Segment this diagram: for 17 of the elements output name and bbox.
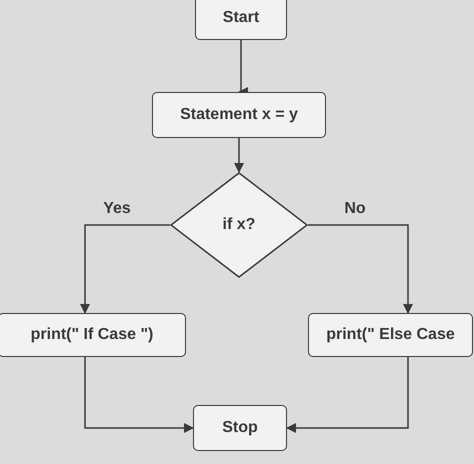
node-text: if x? <box>222 215 256 235</box>
node-text: Start <box>222 8 260 28</box>
arrow <box>234 138 244 173</box>
arrow <box>308 224 413 314</box>
node-text: Stop <box>222 418 258 438</box>
decision-diamond <box>170 172 308 278</box>
process-box <box>193 405 287 451</box>
arrow <box>80 224 170 314</box>
arrow <box>84 357 194 433</box>
process-box <box>0 313 186 357</box>
process-box <box>152 92 326 138</box>
node-text: print(" Else Case <box>326 325 455 345</box>
node-text: Statement x = y <box>180 105 298 125</box>
process-box <box>195 0 287 40</box>
node-text: print(" If Case ") <box>30 325 154 345</box>
arrow <box>286 357 409 433</box>
process-box <box>308 313 473 357</box>
